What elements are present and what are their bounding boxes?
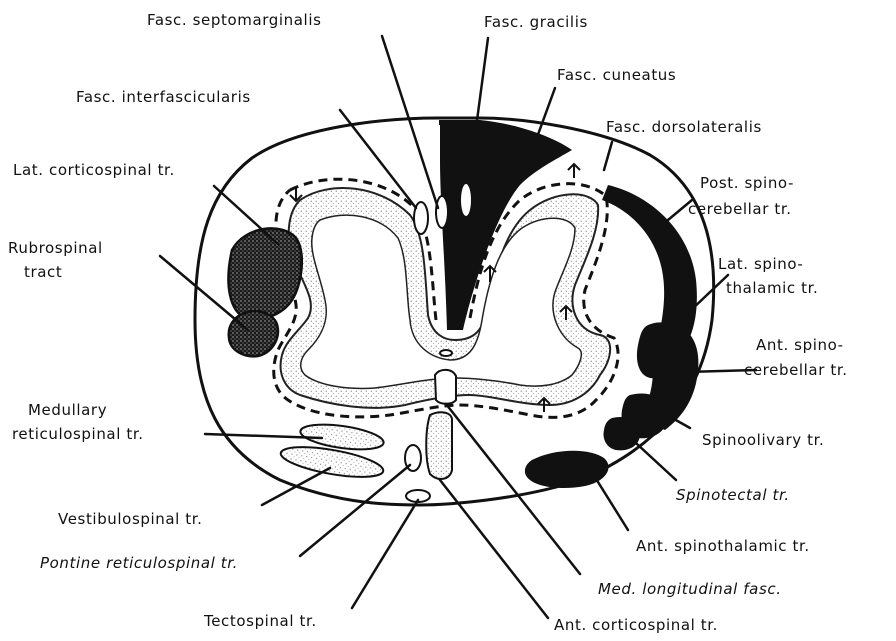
- label-pontine-reticulospinal: Pontine reticulospinal tr.: [40, 554, 238, 572]
- label-fasc-cuneatus: Fasc. cuneatus: [557, 66, 676, 84]
- label-lat-spinothalamic-2: thalamic tr.: [726, 279, 818, 297]
- label-medullary-reticulospinal-2: reticulospinal tr.: [12, 425, 144, 443]
- label-ant-spinocerebellar-2: cerebellar tr.: [744, 361, 848, 379]
- label-ant-corticospinal: Ant. corticospinal tr.: [554, 616, 718, 634]
- central-canal: [440, 350, 452, 356]
- spinotectal-blob: [604, 417, 641, 450]
- label-medullary-reticulospinal-1: Medullary: [28, 401, 107, 419]
- septomarginalis-oval: [436, 196, 448, 228]
- label-vestibulospinal: Vestibulospinal tr.: [58, 510, 203, 528]
- label-fasc-interfascicularis: Fasc. interfascicularis: [76, 88, 251, 106]
- label-lat-spinothalamic-1: Lat. spino-: [718, 255, 803, 273]
- label-fasc-gracilis: Fasc. gracilis: [484, 13, 588, 31]
- gracilis-white-oval: [461, 184, 471, 216]
- label-fasc-septomarginalis: Fasc. septomarginalis: [147, 11, 322, 29]
- label-ant-spinocerebellar-1: Ant. spino-: [756, 336, 844, 354]
- label-ant-spinothalamic: Ant. spinothalamic tr.: [636, 537, 810, 555]
- label-tectospinal: Tectospinal tr.: [204, 612, 317, 630]
- ventral-fissure: [435, 370, 456, 404]
- label-rubrospinal-1: Rubrospinal: [8, 239, 103, 257]
- label-lat-corticospinal: Lat. corticospinal tr.: [13, 161, 175, 179]
- label-post-spinocerebellar-2: cerebellar tr.: [688, 200, 792, 218]
- label-med-longitudinal-fasc: Med. longitudinal fasc.: [598, 580, 782, 598]
- label-fasc-dorsolateralis: Fasc. dorsolateralis: [606, 118, 762, 136]
- label-spinotectal: Spinotectal tr.: [676, 486, 790, 504]
- label-spinoolivary: Spinoolivary tr.: [702, 431, 824, 449]
- label-post-spinocerebellar-1: Post. spino-: [700, 174, 794, 192]
- label-rubrospinal-2: tract: [24, 263, 62, 281]
- rubrospinal-area: [229, 311, 278, 356]
- ant-corticospinal-area: [426, 412, 452, 479]
